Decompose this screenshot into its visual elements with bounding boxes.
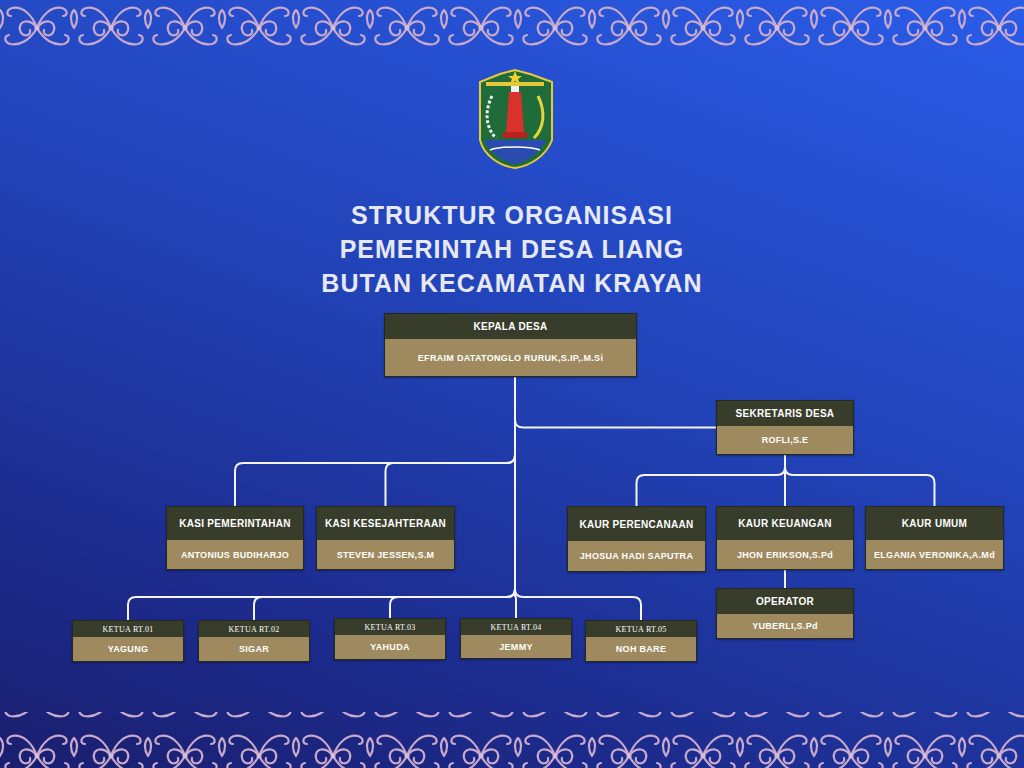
position-title: KETUA RT.04: [461, 619, 571, 635]
person-name: JHON ERIKSON,S.Pd: [717, 540, 853, 569]
person-name: STEVEN JESSEN,S.M: [317, 540, 454, 569]
position-title: KEPALA DESA: [385, 314, 636, 339]
org-connector: [785, 455, 934, 506]
position-title: OPERATOR: [717, 589, 853, 614]
rt-box: KETUA RT.05NOH BARE: [585, 620, 697, 662]
org-connector: [637, 455, 786, 506]
person-name: ANTONIUS BUDIHARJO: [167, 540, 303, 569]
position-title: KETUA RT.01: [73, 621, 183, 637]
person-name: NOH BARE: [586, 637, 696, 661]
position-box: KASI KESEJAHTERAANSTEVEN JESSEN,S.M: [316, 506, 455, 570]
org-connector: [235, 377, 515, 506]
person-name: EFRAIM DATATONGLO RURUK,S.IP,.M.Si: [385, 339, 636, 376]
person-name: ROFLI,S.E: [717, 426, 853, 454]
person-name: JHOSUA HADI SAPUTRA: [568, 541, 705, 571]
position-title: KAUR KEUANGAN: [717, 507, 853, 540]
org-connector: [385, 377, 515, 506]
org-connector: [515, 377, 716, 428]
rt-box: KETUA RT.01YAGUNG: [72, 620, 184, 662]
org-connector: [128, 377, 515, 620]
org-connector: [390, 377, 515, 618]
position-title: KAUR PERENCANAAN: [568, 507, 705, 541]
top-ornament: [0, 0, 1024, 56]
position-title: KAUR UMUM: [866, 507, 1003, 540]
position-title: SEKRETARIS DESA: [717, 401, 853, 426]
person-name: SIGAR: [199, 637, 309, 661]
rt-box: KETUA RT.02SIGAR: [198, 620, 310, 662]
person-name: ELGANIA VERONIKA,A.Md: [866, 540, 1003, 569]
position-box: SEKRETARIS DESAROFLI,S.E: [716, 400, 854, 455]
position-box: KAUR KEUANGANJHON ERIKSON,S.Pd: [716, 506, 854, 570]
person-name: YAGUNG: [73, 637, 183, 661]
position-box: KASI PEMERINTAHANANTONIUS BUDIHARJO: [166, 506, 304, 570]
person-name: YUBERLI,S.Pd: [717, 614, 853, 638]
position-title: KETUA RT.05: [586, 621, 696, 637]
rt-box: KETUA RT.04JEMMY: [460, 618, 572, 659]
person-name: YAHUDA: [335, 635, 445, 659]
org-connector: [784, 570, 786, 588]
rt-box: KETUA RT.03YAHUDA: [334, 618, 446, 660]
position-box: KEPALA DESAEFRAIM DATATONGLO RURUK,S.IP,…: [384, 313, 637, 377]
org-connector: [515, 377, 641, 620]
position-title: KASI KESEJAHTERAAN: [317, 507, 454, 540]
position-box: KAUR UMUMELGANIA VERONIKA,A.Md: [865, 506, 1004, 570]
org-connector: [254, 377, 515, 620]
position-box: OPERATORYUBERLI,S.Pd: [716, 588, 854, 639]
chart-title: STRUKTUR ORGANISASI PEMERINTAH DESA LIAN…: [320, 198, 704, 300]
person-name: JEMMY: [461, 635, 571, 658]
bottom-ornament: [0, 712, 1024, 768]
position-box: KAUR PERENCANAANJHOSUA HADI SAPUTRA: [567, 506, 706, 572]
position-title: KETUA RT.03: [335, 619, 445, 635]
position-title: KETUA RT.02: [199, 621, 309, 637]
position-title: KASI PEMERINTAHAN: [167, 507, 303, 540]
regency-emblem: [480, 70, 552, 168]
